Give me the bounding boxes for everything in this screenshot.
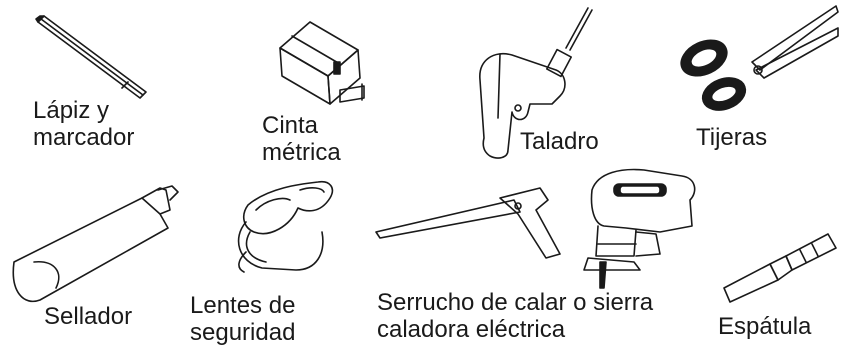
label-sealant: Sellador [44,303,133,330]
jigsaw-icon [583,168,696,289]
safety-goggles-icon [237,180,334,273]
label-drill: Taladro [520,128,599,155]
label-pencil: Lápiz y marcador [33,97,135,151]
tape-measure-icon [279,21,365,105]
label-scissors: Tijeras [696,124,768,151]
scissors-icon [680,5,839,111]
label-spatula: Espátula [718,313,812,340]
label-saw: Serrucho de calar o sierra caladora eléc… [377,289,654,343]
sealant-tube-icon [12,185,179,303]
spatula-icon [723,233,837,303]
label-goggles: Lentes de seguridad [190,292,296,346]
pencil-icon [35,15,147,99]
keyhole-saw-icon [375,187,561,259]
label-tape-measure: Cinta métrica [262,112,341,166]
drill-icon [479,7,593,159]
